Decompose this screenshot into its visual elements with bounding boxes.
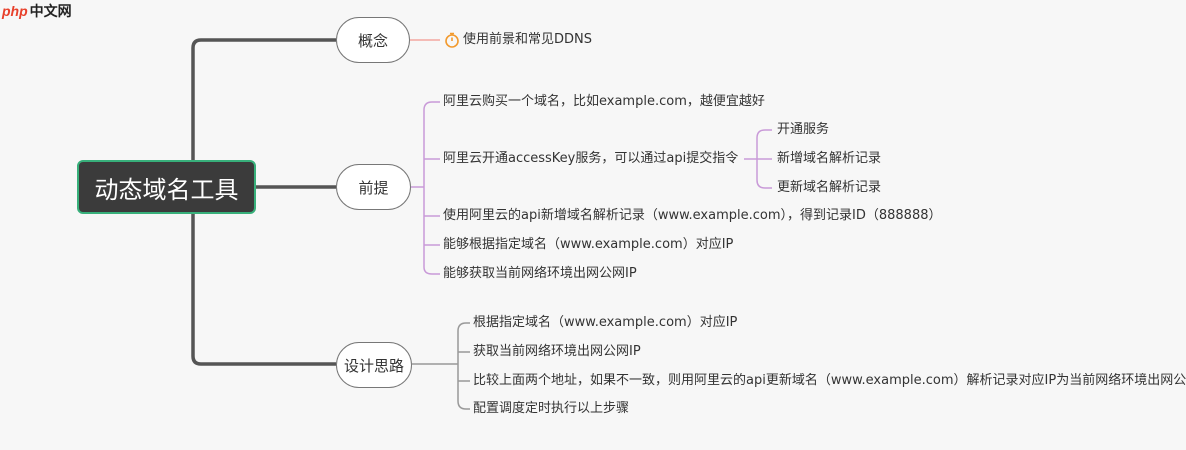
premise-subleaf-1[interactable]: 开通服务 [777,122,830,137]
site-logo: php 中文网 [2,0,72,22]
design-leaf-4[interactable]: 配置调度定时执行以上步骤 [473,401,630,416]
design-connectors [412,322,470,410]
design-leaf-3[interactable]: 比较上面两个地址，如果不一致，则用阿里云的api更新域名（www.example… [473,373,1186,388]
premise-leaf-5[interactable]: 能够获取当前网络环境出网公网IP [443,266,637,281]
design-leaf-1[interactable]: 根据指定域名（www.example.com）对应IP [473,315,738,330]
premise-leaf-3[interactable]: 使用阿里云的api新增域名解析记录（www.example.com），得到记录I… [443,208,942,223]
premise-leaf-2[interactable]: 阿里云开通accessKey服务，可以通过api提交指令 [443,151,739,166]
logo-php-text: php [2,3,28,19]
premise-subleaf-3[interactable]: 更新域名解析记录 [777,180,882,195]
premise-leaf-1[interactable]: 阿里云购买一个域名，比如example.com，越便宜越好 [443,94,765,109]
stopwatch-icon [445,32,459,48]
root-node[interactable]: 动态域名工具 [77,160,256,214]
trunk-line [191,38,336,160]
logo-cn-text: 中文网 [29,4,72,20]
branch-design[interactable]: 设计思路 [336,342,412,388]
design-leaf-2[interactable]: 获取当前网络环境出网公网IP [473,344,641,359]
trunk-line-design [191,214,336,366]
branch-concept[interactable]: 概念 [336,17,410,63]
premise-leaf-4[interactable]: 能够根据指定域名（www.example.com）对应IP [443,237,734,252]
premise-connectors [411,101,772,275]
branch-premise[interactable]: 前提 [336,164,411,210]
concept-leaf-1[interactable]: 使用前景和常见DDNS [463,32,592,47]
premise-subleaf-2[interactable]: 新增域名解析记录 [777,151,882,166]
